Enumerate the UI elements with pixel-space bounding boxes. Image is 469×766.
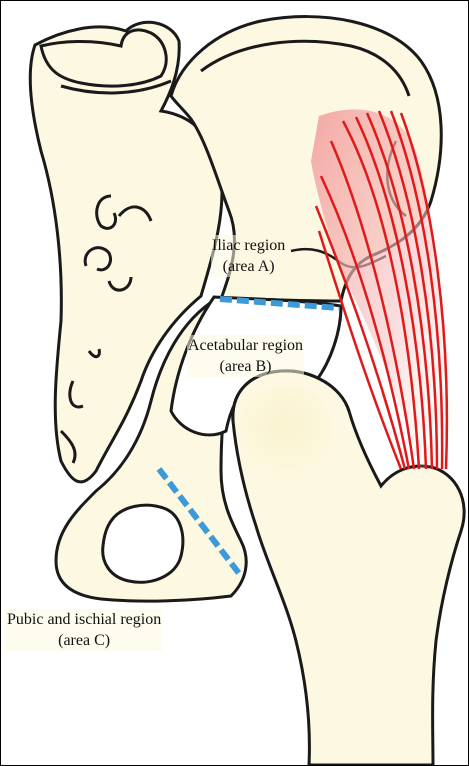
label-pubic-ischial-region: Pubic and ischial region (area C) bbox=[6, 609, 162, 651]
femoral-head bbox=[238, 385, 334, 477]
acetabular-region-area: (area B) bbox=[187, 356, 304, 377]
iliac-region-title: Iliac region bbox=[211, 235, 286, 256]
acetabular-region-title: Acetabular region bbox=[187, 335, 304, 356]
label-iliac-region: Iliac region (area A) bbox=[211, 235, 286, 277]
iliac-region-area: (area A) bbox=[211, 256, 286, 277]
obturator-foramen bbox=[103, 505, 183, 582]
pubic-ischial-region-title: Pubic and ischial region bbox=[6, 609, 162, 630]
label-acetabular-region: Acetabular region (area B) bbox=[187, 335, 304, 377]
pubic-ischial-region-area: (area C) bbox=[6, 630, 162, 651]
